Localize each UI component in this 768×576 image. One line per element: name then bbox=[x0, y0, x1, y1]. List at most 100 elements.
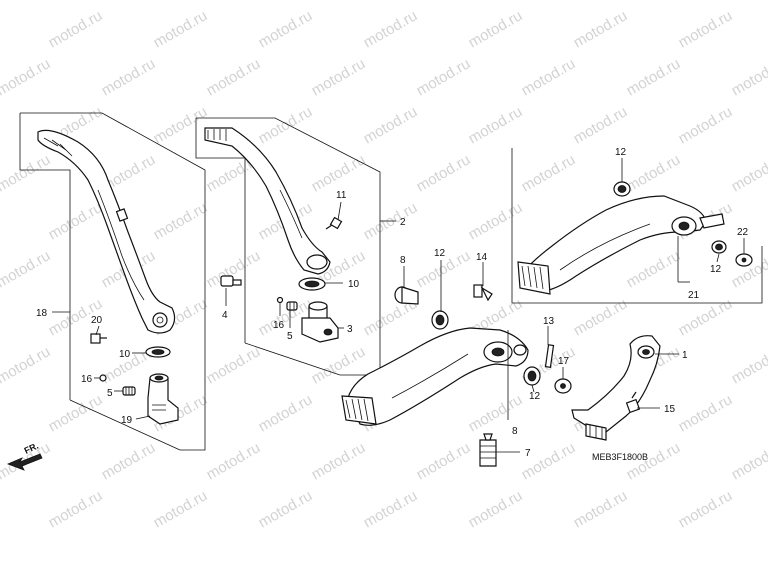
callout-label: 4 bbox=[222, 310, 228, 321]
watermark-text: motod.ru bbox=[309, 151, 369, 195]
watermark-text: motod.ru bbox=[0, 151, 53, 195]
watermark-text: motod.ru bbox=[676, 295, 736, 339]
watermark-text: motod.ru bbox=[519, 151, 579, 195]
callout-label: 19 bbox=[121, 415, 133, 426]
watermark-text: motod.ru bbox=[729, 439, 768, 483]
callout-label: 18 bbox=[36, 308, 48, 319]
watermark-text: motod.ru bbox=[729, 151, 768, 195]
callout-label: 20 bbox=[91, 315, 103, 326]
watermark-text: motod.ru bbox=[99, 439, 159, 483]
watermark-text: motod.ru bbox=[256, 103, 316, 147]
watermark-text: motod.ru bbox=[151, 487, 211, 531]
bolt-15 bbox=[625, 391, 641, 414]
callout-label: 13 bbox=[543, 316, 555, 327]
callout-labels: 1 2 3 4 5 5 7 8 8 10 10 11 12 12 12 12 1… bbox=[36, 147, 749, 459]
callout-label: 17 bbox=[558, 356, 570, 367]
callout-label: 8 bbox=[400, 255, 406, 266]
seal-12-top bbox=[613, 181, 631, 197]
watermark-text: motod.ru bbox=[519, 55, 579, 99]
watermark-text: motod.ru bbox=[571, 487, 631, 531]
bolt-20 bbox=[90, 333, 107, 344]
watermark-text: motod.ru bbox=[571, 295, 631, 339]
watermark-text: motod.ru bbox=[624, 55, 684, 99]
watermark-text: motod.ru bbox=[466, 103, 526, 147]
watermark-text: motod.ru bbox=[624, 247, 684, 291]
bolt-4 bbox=[220, 275, 242, 287]
callout-label: 14 bbox=[476, 252, 488, 263]
kick-joint-3 bbox=[301, 301, 339, 343]
callout-label: 12 bbox=[529, 391, 541, 402]
callout-label: 11 bbox=[336, 190, 347, 201]
watermark-text: motod.ru bbox=[414, 55, 474, 99]
watermark-text: motod.ru bbox=[466, 7, 526, 51]
watermark-text: motod.ru bbox=[676, 487, 736, 531]
watermark-text: motod.ru bbox=[46, 391, 106, 435]
watermark-text: motod.ru bbox=[309, 439, 369, 483]
washer-10-left bbox=[145, 346, 171, 358]
callout-label: 12 bbox=[615, 147, 627, 158]
watermark-text: motod.ru bbox=[151, 7, 211, 51]
watermark-text: motod.ru bbox=[0, 343, 53, 387]
washer-17 bbox=[554, 378, 572, 394]
joint-arm-1 bbox=[571, 335, 661, 441]
kick-starter-arm bbox=[37, 129, 176, 334]
group-box-kick-arm bbox=[19, 112, 206, 451]
callout-label: 3 bbox=[347, 324, 353, 335]
watermark-text: motod.ru bbox=[309, 55, 369, 99]
seal-12-center bbox=[431, 310, 449, 330]
watermark-text: motod.ru bbox=[729, 55, 768, 99]
callout-label: 2 bbox=[400, 217, 406, 228]
watermark-text: motod.ru bbox=[204, 343, 264, 387]
watermark-text: motod.ru bbox=[466, 199, 526, 243]
callout-label: 8 bbox=[512, 426, 518, 437]
bolt-14 bbox=[473, 284, 493, 302]
callout-label: 5 bbox=[107, 388, 113, 399]
watermark-text: motod.ru bbox=[204, 439, 264, 483]
washer-10-middle bbox=[298, 277, 326, 291]
watermark-text: motod.ru bbox=[414, 439, 474, 483]
callout-label: 15 bbox=[664, 404, 676, 415]
callout-label: 10 bbox=[119, 349, 131, 360]
watermark-text: motod.ru bbox=[256, 487, 316, 531]
watermark-text: motod.ru bbox=[624, 151, 684, 195]
spring-5-middle bbox=[286, 301, 298, 311]
pivot-bolt-8 bbox=[394, 286, 419, 305]
watermark-text: motod.ru bbox=[46, 199, 106, 243]
watermark-text: motod.ru bbox=[571, 103, 631, 147]
ball-16-middle bbox=[276, 296, 284, 304]
watermark-text: motod.ru bbox=[414, 151, 474, 195]
watermark-text: motod.ru bbox=[729, 343, 768, 387]
ball-16-left bbox=[99, 374, 107, 382]
callout-label: 1 bbox=[682, 350, 688, 361]
watermark-text: motod.ru bbox=[151, 103, 211, 147]
callout-label: 16 bbox=[81, 374, 93, 385]
callout-label: 12 bbox=[710, 264, 722, 275]
watermark-text: motod.ru bbox=[571, 7, 631, 51]
group-box-brake-pedal-21 bbox=[511, 148, 763, 304]
watermark-text: motod.ru bbox=[46, 487, 106, 531]
watermark-text: motod.ru bbox=[46, 7, 106, 51]
washer-22 bbox=[735, 253, 753, 267]
watermark-text: motod.ru bbox=[361, 103, 421, 147]
watermark-text: motod.ru bbox=[519, 439, 579, 483]
leader-lines bbox=[52, 158, 745, 453]
seal-12-right bbox=[711, 240, 727, 254]
callout-label: 21 bbox=[688, 290, 700, 301]
watermark-text: motod.ru bbox=[204, 55, 264, 99]
brake-pedal-21 bbox=[517, 195, 725, 295]
callout-label: 16 bbox=[273, 320, 285, 331]
watermark-text: motod.ru bbox=[256, 7, 316, 51]
watermark-text: motod.ru bbox=[361, 7, 421, 51]
watermark-text: motod.ru bbox=[151, 199, 211, 243]
spring-7 bbox=[479, 433, 497, 467]
watermark-text: motod.ru bbox=[466, 487, 526, 531]
kick-lever bbox=[204, 127, 331, 275]
callout-label: 5 bbox=[287, 331, 293, 342]
callout-label: 12 bbox=[434, 248, 446, 259]
callout-label: 10 bbox=[348, 279, 360, 290]
callout-label: 22 bbox=[737, 227, 749, 238]
watermark-text: motod.ru bbox=[0, 247, 53, 291]
diagram-code: MEB3F1800B bbox=[592, 452, 648, 462]
